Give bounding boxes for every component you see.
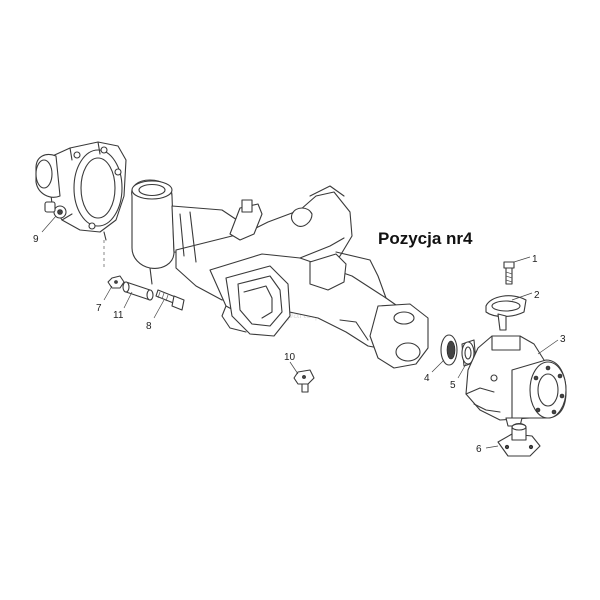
callout-3: 3 — [560, 334, 566, 345]
callout-6: 6 — [476, 444, 482, 455]
part-11-bushing — [122, 281, 154, 301]
callout-8: 8 — [146, 321, 152, 332]
callout-4: 4 — [424, 373, 430, 384]
callout-numbers: 1 2 3 4 5 6 7 8 9 10 11 — [33, 234, 566, 455]
part-5-bushing — [461, 339, 477, 367]
part-3-steering-knuckle — [465, 335, 567, 427]
callout-1: 1 — [532, 254, 538, 265]
axle-housing — [103, 179, 429, 369]
position-heading: Pozycja nr4 — [378, 229, 473, 248]
part-4-seal — [440, 334, 458, 366]
part-6-pivot-bracket — [497, 422, 541, 457]
leader-lines — [41, 215, 559, 449]
part-9-knuckle-housing — [35, 141, 127, 241]
callout-9: 9 — [33, 234, 39, 245]
callout-10: 10 — [284, 352, 296, 363]
part-2-shim — [485, 295, 527, 331]
part-8-bolt — [155, 289, 185, 311]
part-10-fitting — [293, 369, 315, 393]
callout-5: 5 — [450, 380, 456, 391]
callout-11: 11 — [113, 310, 124, 321]
callout-2: 2 — [534, 290, 540, 301]
part-7-nut — [107, 275, 125, 289]
callout-7: 7 — [96, 303, 102, 314]
part-1-bolt — [503, 261, 515, 285]
